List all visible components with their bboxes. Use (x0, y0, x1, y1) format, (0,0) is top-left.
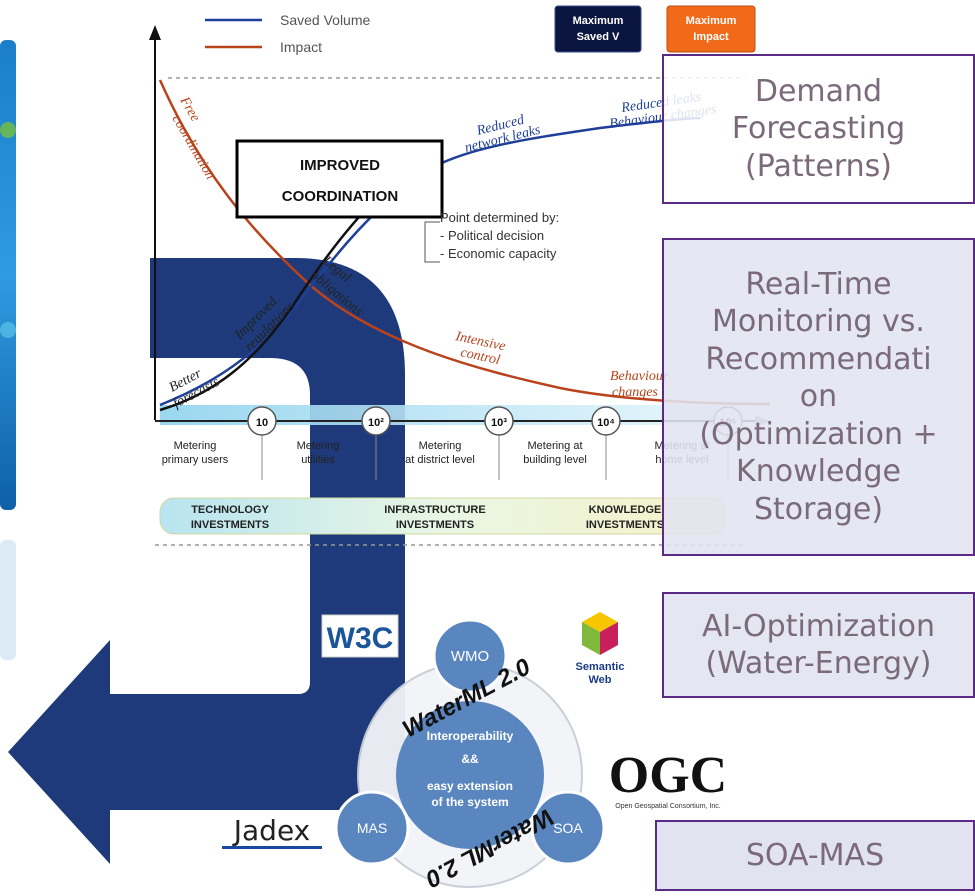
tick-circle (247, 406, 277, 436)
label-changes: changes (612, 385, 658, 400)
invest-technology: TECHNOLOGY (191, 504, 269, 516)
tick-label: 10² (368, 417, 384, 429)
semantic-text: Semantic (576, 661, 625, 673)
soa-mas-label: SOA-MAS (745, 837, 885, 873)
tick-circle (484, 406, 514, 436)
badge-saved-line2: Saved V (577, 31, 620, 43)
w3c-logo: W3C (321, 614, 399, 658)
demand-forecasting-box: Demand Forecasting (Patterns) (662, 54, 975, 204)
demand-forecasting-label: Demand Forecasting (Patterns) (731, 73, 906, 184)
metering-label: building level (523, 454, 587, 466)
label-coordination: coordination (169, 113, 218, 183)
improved-coordination-box: IMPROVED COORDINATION (235, 139, 444, 219)
improved-line1: IMPROVED (300, 157, 380, 174)
realtime-monitoring-label: Real-Time Monitoring vs. Recommendati on… (699, 266, 938, 527)
hub-soa: SOA (553, 820, 583, 836)
left-image-strip (0, 40, 16, 660)
tick-label: 10⁴ (597, 417, 615, 429)
tick-circle (591, 406, 621, 436)
metering-label: Metering at (527, 440, 582, 452)
blue-flow-arrow (8, 258, 405, 864)
invest-infrastructure-sub: INVESTMENTS (396, 519, 474, 531)
label-behaviour: Behaviour (610, 369, 669, 384)
jadex-text: Jadex (232, 814, 311, 847)
badge-impact-line2: Impact (693, 31, 729, 43)
hub-center-3: easy extension (427, 779, 513, 793)
black-trend-line (159, 199, 376, 412)
impact-curve (158, 79, 771, 406)
hub-center-4: of the system (431, 795, 508, 809)
soa-mas-box: SOA-MAS (655, 820, 975, 891)
tick-label: 10³ (491, 417, 507, 429)
jadex-logo: Jadex (222, 814, 322, 849)
note-line1: Point determined by: (440, 210, 559, 225)
metering-label: primary users (162, 454, 229, 466)
note-line3: - Economic capacity (440, 246, 557, 261)
metering-label: utilities (301, 454, 335, 466)
hub-mas: MAS (357, 820, 387, 836)
metering-label: Metering (174, 440, 217, 452)
metering-label: Metering (297, 440, 340, 452)
investment-bar: TECHNOLOGY INVESTMENTS INFRASTRUCTURE IN… (159, 497, 726, 535)
badge-saved-line1: Maximum (573, 15, 624, 27)
w3c-text: W3C (327, 622, 394, 655)
semantic-web-logo: Semantic Web (576, 612, 625, 686)
invest-knowledge: KNOWLEDGE (589, 504, 662, 516)
tick-circle (361, 406, 391, 436)
badge-maximum-saved: Maximum Saved V (554, 5, 642, 53)
invest-knowledge-sub: INVESTMENTS (586, 519, 664, 531)
badge-maximum-impact: Maximum Impact (666, 5, 756, 53)
tick-label: 10 (256, 417, 268, 429)
ai-optimization-label: AI-Optimization (Water-Energy) (702, 608, 935, 682)
ogc-logo: OGC Open Geospatial Consortium, Inc. (609, 747, 727, 810)
ogc-subtitle: Open Geospatial Consortium, Inc. (615, 803, 720, 810)
invest-infrastructure: INFRASTRUCTURE (384, 504, 485, 516)
metering-label: Metering (419, 440, 462, 452)
point-note: Point determined by: - Political decisio… (424, 210, 559, 263)
note-line2: - Political decision (440, 228, 544, 243)
ogc-text: OGC (609, 747, 727, 804)
hub-center-2: && (461, 752, 479, 766)
hub-center-1: Interoperability (427, 729, 514, 743)
legend: Saved Volume Impact (205, 12, 370, 55)
web-text: Web (588, 674, 611, 686)
metering-label: at district level (405, 454, 475, 466)
ai-optimization-box: AI-Optimization (Water-Energy) (662, 592, 975, 698)
badge-impact-line1: Maximum (686, 15, 737, 27)
invest-technology-sub: INVESTMENTS (191, 519, 269, 531)
realtime-monitoring-box: Real-Time Monitoring vs. Recommendati on… (662, 238, 975, 556)
legend-saved-volume: Saved Volume (280, 12, 370, 28)
hub-wmo: WMO (451, 648, 489, 665)
legend-impact: Impact (280, 39, 322, 55)
improved-line2: COORDINATION (282, 188, 398, 205)
